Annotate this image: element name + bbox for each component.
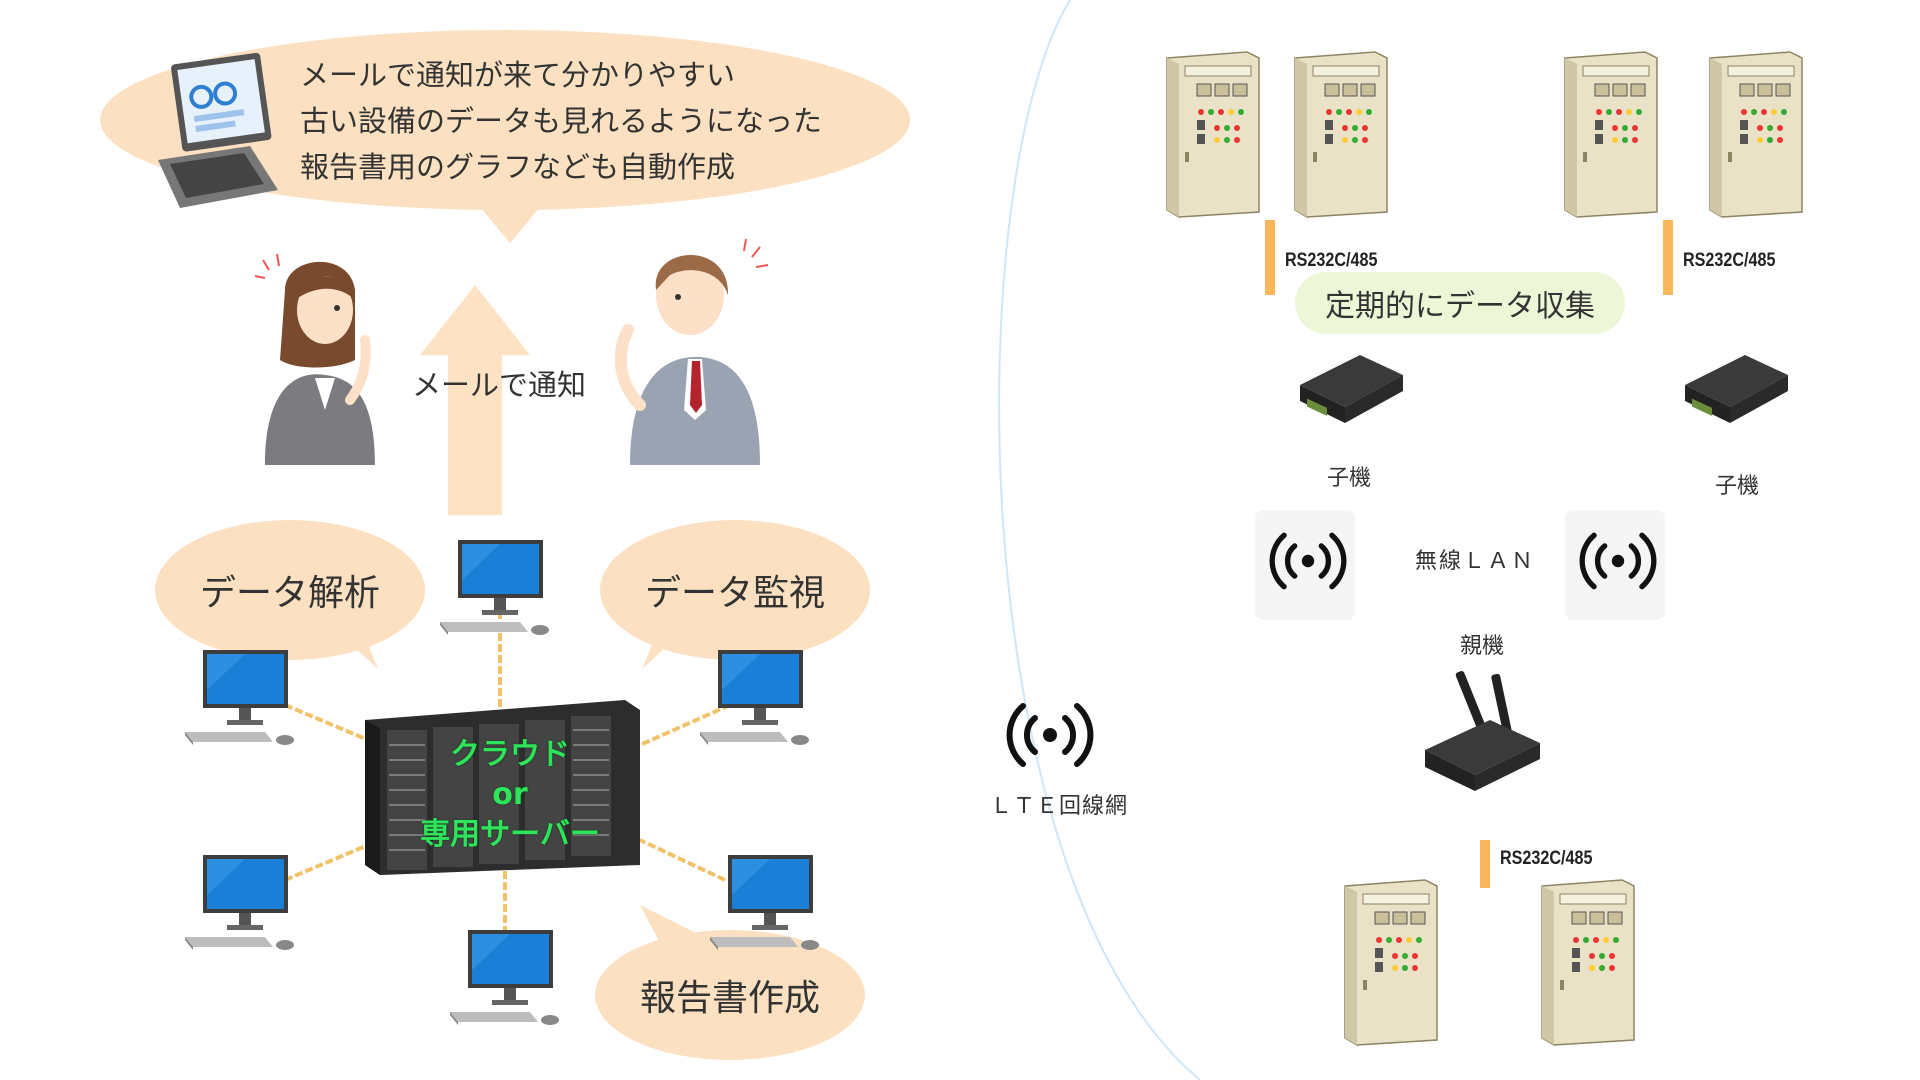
pc-icon bbox=[710, 855, 819, 950]
control-cabinet-icon bbox=[1709, 51, 1803, 218]
rs-label-3: RS232C/485 bbox=[1500, 848, 1593, 869]
rs-label-1: RS232C/485 bbox=[1285, 250, 1378, 271]
child-unit-label-1: 子機 bbox=[1327, 466, 1372, 491]
connector-bar-1 bbox=[1265, 220, 1275, 295]
data-analysis-bubble: データ解析 bbox=[155, 520, 425, 660]
lte-label: ＬＴＥ回線網 bbox=[990, 794, 1129, 819]
rs-label-2: RS232C/485 bbox=[1683, 250, 1776, 271]
data-analysis-bubble-tail bbox=[330, 625, 378, 669]
connector-bar-2 bbox=[1663, 220, 1673, 295]
woman-icon bbox=[254, 253, 375, 465]
server-rack-icon bbox=[365, 700, 640, 875]
lte-wireless-signal-icon bbox=[1006, 703, 1094, 767]
pc-icon bbox=[450, 930, 559, 1025]
wireless-signal-icon bbox=[1269, 532, 1347, 590]
child-unit-label-2: 子機 bbox=[1715, 474, 1760, 499]
feedback-line-1: メールで通知が来て分かりやすい bbox=[300, 58, 736, 92]
feedback-line-2: 古い設備のデータも見れるようになった bbox=[300, 104, 823, 138]
control-cabinet-icon bbox=[1166, 51, 1260, 218]
control-cabinet-icon bbox=[1294, 51, 1388, 218]
server-label: クラウド or 専用サーバー bbox=[385, 735, 635, 855]
pc-icon bbox=[185, 855, 294, 950]
child-router-icon-2 bbox=[1685, 355, 1788, 423]
wireless-lan-label: 無線ＬＡＮ bbox=[1415, 549, 1536, 574]
data-analysis-label: データ解析 bbox=[199, 573, 380, 614]
data-monitoring-bubble-tail bbox=[642, 625, 690, 669]
pc-icon bbox=[700, 650, 809, 745]
periodic-collection-label: 定期的にデータ収集 bbox=[1295, 272, 1625, 334]
control-cabinet-icon bbox=[1564, 51, 1658, 218]
wireless-signal-icon-2 bbox=[1579, 532, 1657, 590]
feedback-bubble-tail bbox=[470, 195, 550, 243]
pc-icon bbox=[185, 650, 294, 745]
mail-notify-label: メールで通知 bbox=[412, 368, 587, 402]
server-label-line-3: 専用サーバー bbox=[420, 817, 600, 852]
data-monitoring-bubble: データ監視 bbox=[600, 520, 870, 660]
control-cabinet-icon bbox=[1541, 879, 1635, 1046]
pc-icon bbox=[440, 540, 549, 635]
parent-router-icon bbox=[1425, 670, 1540, 791]
report-creation-label: 報告書作成 bbox=[639, 978, 820, 1019]
server-label-line-1: クラウド bbox=[450, 737, 570, 772]
report-creation-bubble: 報告書作成 bbox=[595, 930, 865, 1060]
control-cabinet-icon bbox=[1344, 879, 1438, 1046]
feedback-lines: メールで通知が来て分かりやすい 古い設備のデータも見れるようになった 報告書用の… bbox=[300, 52, 822, 190]
connector-bar-3 bbox=[1480, 840, 1490, 888]
server-label-line-2: or bbox=[492, 777, 528, 812]
data-monitoring-label: データ監視 bbox=[644, 573, 825, 614]
feedback-line-3: 報告書用のグラフなども自動作成 bbox=[300, 150, 736, 184]
up-arrow-icon bbox=[420, 285, 530, 515]
child-router-icon bbox=[1300, 355, 1403, 423]
man-icon bbox=[614, 238, 769, 465]
report-creation-bubble-tail bbox=[640, 905, 700, 943]
laptop-icon bbox=[158, 52, 278, 208]
parent-unit-label: 親機 bbox=[1460, 634, 1505, 659]
